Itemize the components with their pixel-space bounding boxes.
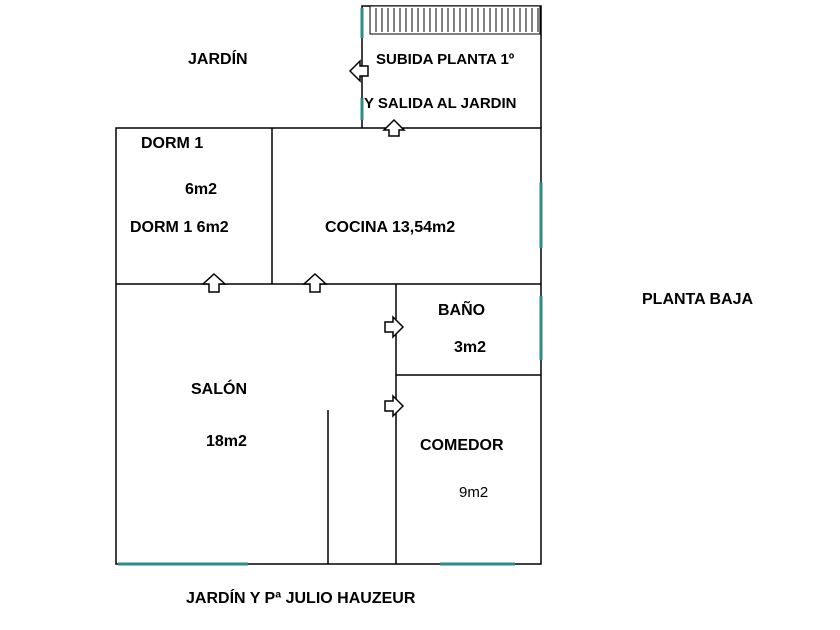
door-arrow-stairs-left-icon: [348, 59, 369, 83]
kitchen-label: COCINA 13,54m2: [325, 219, 456, 236]
walls: [115, 5, 542, 565]
door-arrow-kitchen-up-icon: [302, 272, 328, 293]
stairs-icon: [369, 5, 541, 35]
dorm-full-label: DORM 1 6m2: [130, 219, 229, 236]
living-area: 18m2: [206, 433, 247, 450]
door-arrow-dorm-up-icon: [201, 272, 227, 293]
stairs-label-line1: SUBIDA PLANTA 1º: [376, 51, 515, 68]
door-arrow-stairs-up-icon: [382, 118, 406, 137]
stairs-label-line2: Y SALIDA AL JARDIN: [364, 95, 517, 112]
door-arrow-dining-right-icon: [384, 394, 405, 418]
living-title: SALÓN: [191, 381, 247, 398]
dorm-area: 6m2: [185, 181, 218, 198]
dorm-title: DORM 1: [141, 135, 204, 152]
bath-title: BAÑO: [438, 302, 486, 319]
dining-area: 9m2: [459, 484, 489, 501]
garden-bottom-label: JARDÍN Y Pª JULIO HAUZEUR: [186, 590, 416, 607]
dining-title: COMEDOR: [420, 437, 504, 454]
door-arrow-bath-right-icon: [384, 315, 405, 339]
window-icon: [118, 8, 543, 566]
bath-area: 3m2: [454, 339, 487, 356]
garden-top-label: JARDÍN: [188, 51, 248, 68]
floor-name-label: PLANTA BAJA: [642, 291, 754, 308]
